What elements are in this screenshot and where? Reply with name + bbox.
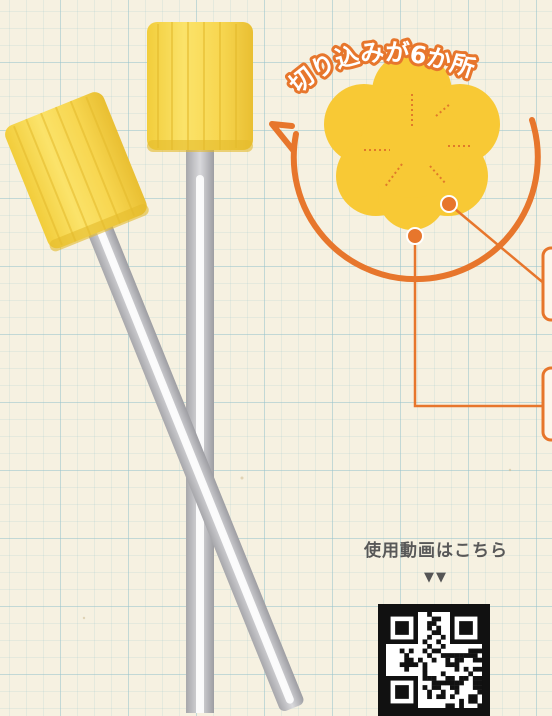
qr-caption: 使用動画はこちら [364, 541, 508, 561]
label-box [541, 246, 552, 322]
down-arrows-icon: ▼▼ [424, 570, 448, 585]
vertical-swab [147, 22, 253, 713]
pointer-dot [440, 195, 458, 213]
callout-circle [290, 117, 541, 283]
diagonal-swab [5, 92, 304, 712]
callout-tail [269, 121, 296, 153]
sponge-cross-section [324, 52, 500, 230]
sponge-cut-callout: 切り込みが6か所 [269, 35, 552, 442]
pointer-lines [413, 203, 552, 408]
label-box [541, 366, 552, 442]
vertical-swab-sponge [147, 22, 253, 152]
pointer-dot [406, 227, 424, 245]
diagonal-swab-sponge [5, 92, 149, 252]
qr-code[interactable] [378, 604, 490, 716]
cut-line [429, 165, 447, 185]
cut-line [383, 163, 403, 189]
cut-line [435, 103, 451, 117]
